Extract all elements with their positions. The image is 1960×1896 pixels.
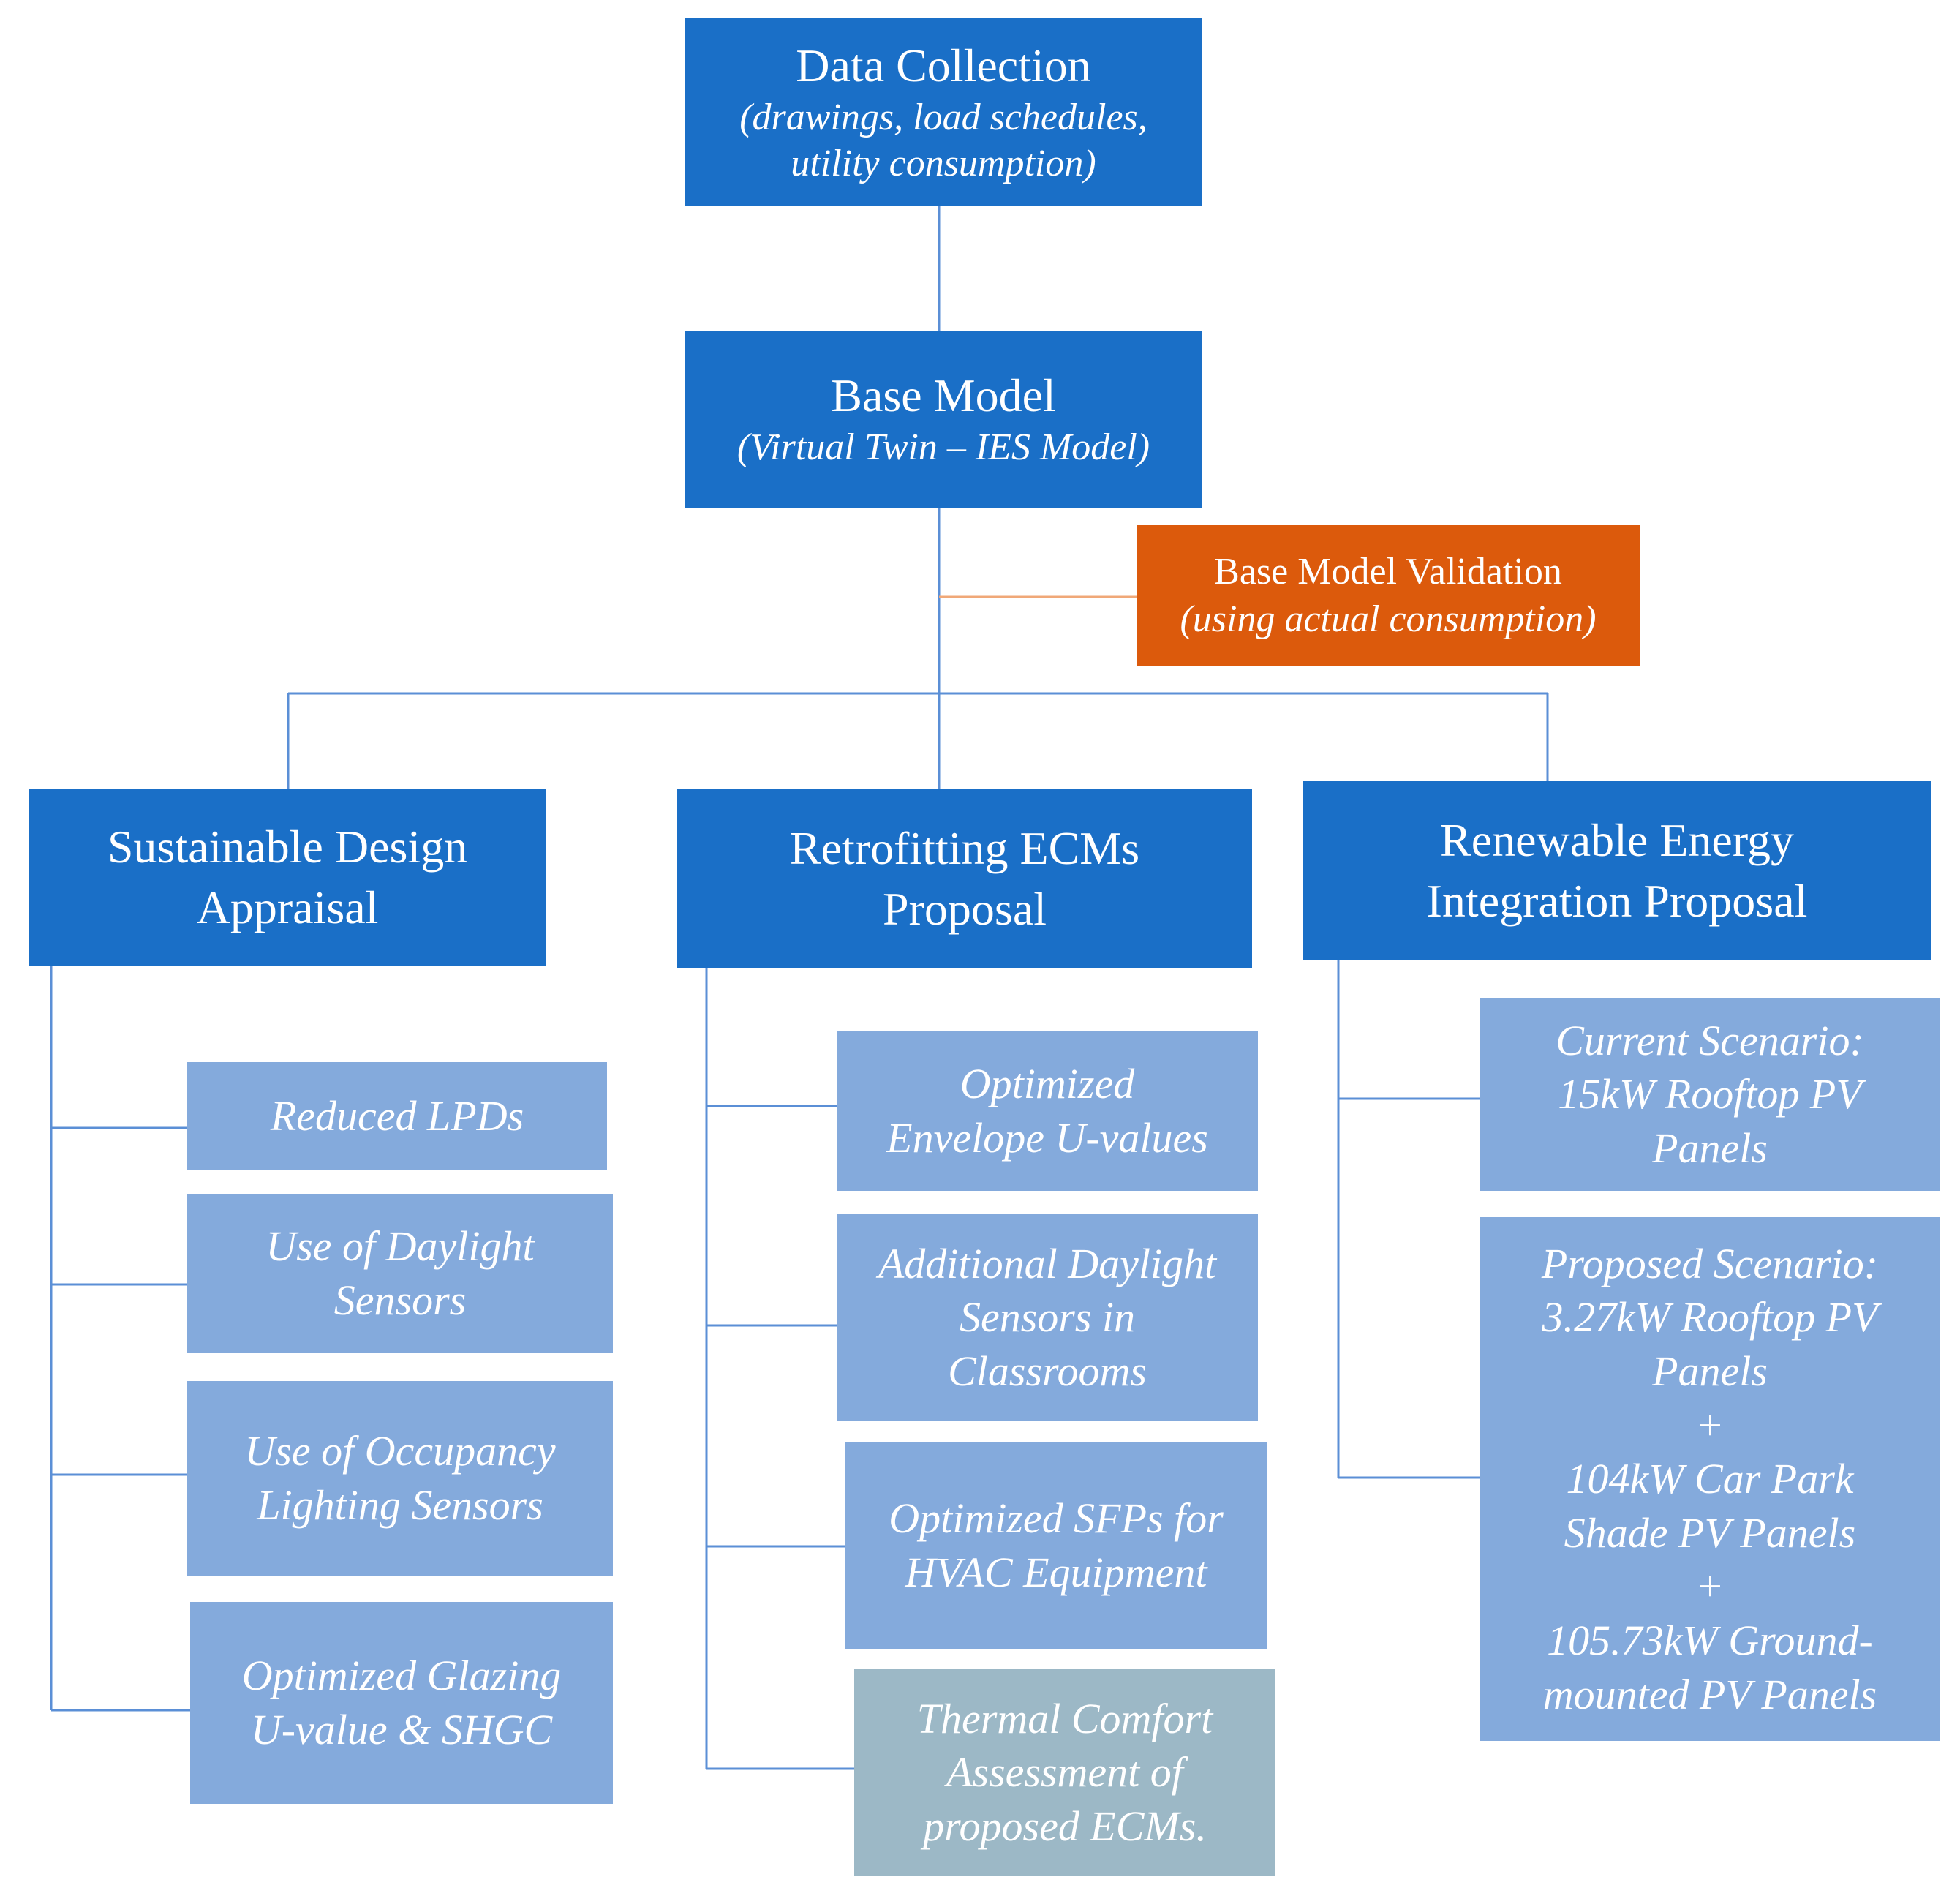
renewable-item-1-line-3: Panels	[1652, 1124, 1768, 1172]
data-collection-title: Data Collection	[796, 39, 1091, 91]
retrofitting-item-4-line-1: Thermal Comfort	[916, 1694, 1213, 1742]
retrofitting-item-2-line-2: Sensors in	[959, 1293, 1136, 1342]
renewable-item-current-scenario: Current Scenario: 15kW Rooftop PV Panels	[1480, 998, 1940, 1191]
renewable-header-line2: Integration Proposal	[1426, 875, 1808, 927]
retrofitting-item-daylight-sensors: Additional Daylight Sensors in Classroom…	[837, 1214, 1258, 1421]
sustainable-item-occupancy-sensors: Use of Occupancy Lighting Sensors	[187, 1381, 613, 1576]
renewable-item-2-line-3: Panels	[1652, 1347, 1768, 1395]
renewable-item-2-line-1: Proposed Scenario:	[1541, 1239, 1879, 1287]
retrofitting-header-line1: Retrofitting ECMs	[789, 821, 1140, 874]
sustainable-design-header: Sustainable Design Appraisal	[29, 789, 546, 966]
renewable-item-2-line-9: mounted PV Panels	[1542, 1670, 1877, 1718]
data-collection-subtitle-line1: (drawings, load schedules,	[739, 96, 1147, 138]
renewable-item-proposed-scenario: Proposed Scenario: 3.27kW Rooftop PV Pan…	[1480, 1217, 1940, 1741]
renewable-item-2-line-5: 104kW Car Park	[1566, 1455, 1854, 1503]
data-collection-box: Data Collection (drawings, load schedule…	[685, 18, 1202, 206]
sustainable-item-3-line-1: Use of Occupancy	[244, 1427, 556, 1475]
retrofitting-header-line2: Proposal	[883, 883, 1047, 935]
base-model-validation-box: Base Model Validation (using actual cons…	[1137, 525, 1640, 666]
renewable-item-1-line-1: Current Scenario:	[1556, 1016, 1864, 1064]
retrofitting-item-3-line-2: HVAC Equipment	[905, 1549, 1207, 1596]
renewable-energy-header: Renewable Energy Integration Proposal	[1303, 781, 1931, 960]
retrofitting-item-envelope: Optimized Envelope U-values	[837, 1031, 1258, 1191]
retrofitting-item-thermal-comfort: Thermal Comfort Assessment of proposed E…	[854, 1669, 1275, 1876]
renewable-item-2-line-8: 105.73kW Ground-	[1547, 1617, 1873, 1665]
sustainable-item-daylight-sensors: Use of Daylight Sensors	[187, 1194, 613, 1353]
renewable-item-2-line-2: 3.27kW Rooftop PV	[1542, 1293, 1878, 1342]
renewable-item-1-line-2: 15kW Rooftop PV	[1558, 1070, 1862, 1118]
retrofitting-item-sfps: Optimized SFPs for HVAC Equipment	[845, 1442, 1267, 1649]
retrofitting-item-4-line-2: Assessment of	[946, 1748, 1183, 1797]
renewable-header-line1: Renewable Energy	[1440, 813, 1794, 866]
sustainable-item-2-line-2: Sensors	[333, 1276, 467, 1324]
renewable-item-2-line-7: +	[1695, 1562, 1725, 1611]
sustainable-item-4-line-2: U-value & SHGC	[250, 1706, 553, 1753]
sustainable-item-glazing: Optimized Glazing U-value & SHGC	[190, 1602, 613, 1804]
sustainable-header-line1: Sustainable Design	[107, 820, 468, 873]
base-model-title: Base Model	[831, 369, 1056, 422]
validation-title: Base Model Validation	[1214, 551, 1562, 592]
sustainable-item-1-line-1: Reduced LPDs	[270, 1092, 524, 1140]
sustainable-item-2-line-1: Use of Daylight	[265, 1222, 535, 1271]
sustainable-item-reduced-lpds: Reduced LPDs	[187, 1062, 607, 1170]
retrofitting-item-1-line-2: Envelope U-values	[886, 1114, 1208, 1162]
retrofitting-ecms-header: Retrofitting ECMs Proposal	[677, 789, 1252, 968]
renewable-item-2-line-6: Shade PV Panels	[1564, 1508, 1856, 1557]
retrofitting-item-3-line-1: Optimized SFPs for	[889, 1494, 1224, 1543]
base-model-subtitle: (Virtual Twin – IES Model)	[736, 426, 1150, 469]
renewable-item-2-line-4: +	[1695, 1401, 1725, 1449]
sustainable-item-3-line-2: Lighting Sensors	[257, 1481, 543, 1529]
data-collection-subtitle-line2: utility consumption)	[791, 143, 1096, 185]
sustainable-header-line2: Appraisal	[196, 881, 379, 933]
validation-subtitle: (using actual consumption)	[1180, 598, 1597, 640]
retrofitting-item-4-line-3: proposed ECMs.	[923, 1802, 1207, 1850]
retrofitting-item-2-line-1: Additional Daylight	[878, 1239, 1217, 1287]
retrofitting-item-2-line-3: Classrooms	[948, 1347, 1147, 1395]
base-model-box: Base Model (Virtual Twin – IES Model)	[685, 331, 1202, 508]
sustainable-item-4-line-1: Optimized Glazing	[241, 1652, 562, 1700]
retrofitting-item-1-line-1: Optimized	[960, 1060, 1135, 1108]
